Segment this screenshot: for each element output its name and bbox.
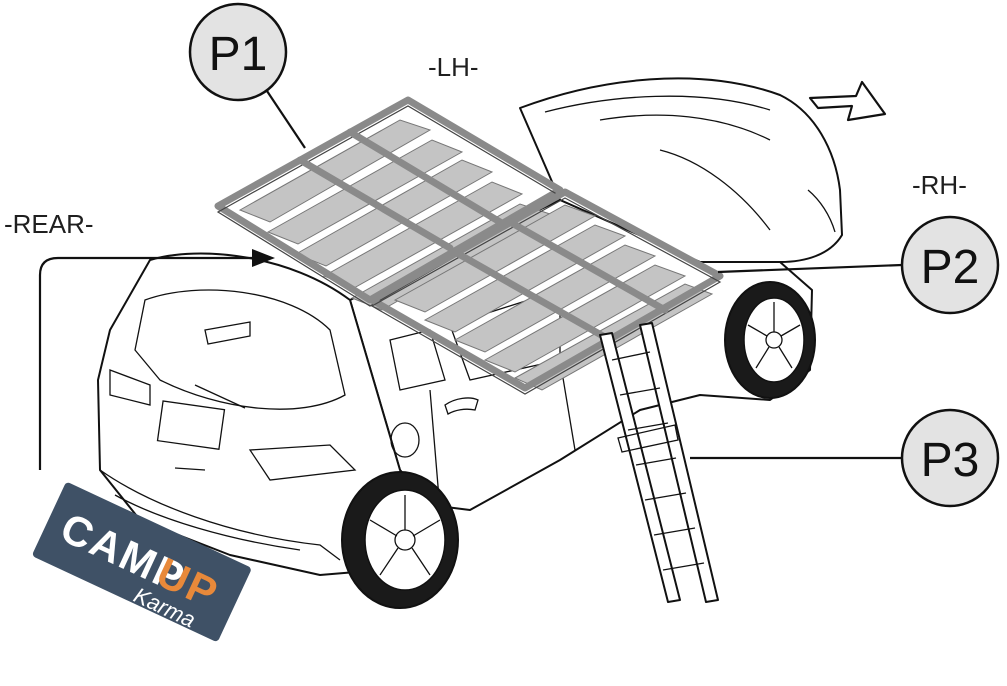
badge-p3-label: P3 [921, 434, 980, 487]
badge-p2: P2 [900, 215, 1000, 315]
label-rh: -RH- [912, 170, 967, 200]
badge-p1: P1 [188, 2, 288, 102]
label-lh: -LH- [428, 52, 479, 82]
ladder-p3 [599, 322, 719, 603]
leader-line-rear [38, 256, 255, 470]
label-rear: -REAR- [4, 209, 94, 239]
forward-direction-arrow-icon [808, 80, 887, 122]
badge-p2-label: P2 [921, 241, 980, 294]
rear-arrowhead-icon [252, 249, 275, 267]
roof-rack-p2 [368, 188, 724, 395]
leader-line-p2 [717, 263, 903, 274]
car-illustration [97, 77, 843, 609]
badge-p3: P3 [900, 408, 1000, 508]
leader-line-p1 [264, 87, 306, 149]
badge-p1-label: P1 [209, 28, 268, 81]
